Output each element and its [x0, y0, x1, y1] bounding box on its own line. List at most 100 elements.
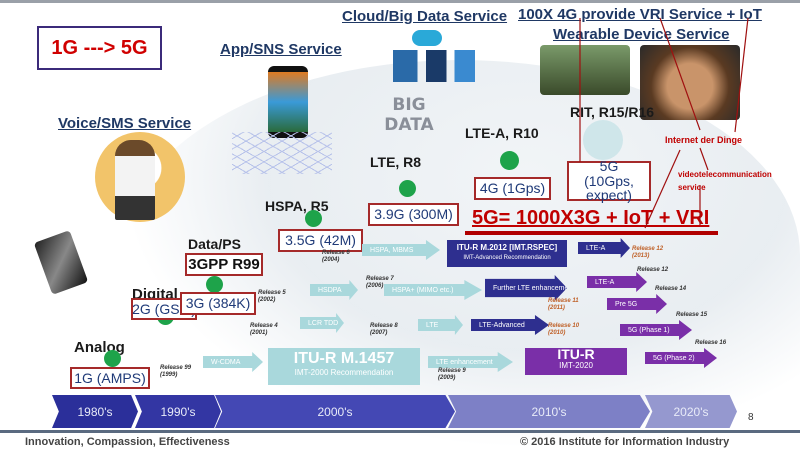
release-label: Release 7(2006): [366, 276, 394, 290]
top-rule: [0, 0, 800, 3]
box-1g: 1G (AMPS): [70, 367, 150, 389]
release-name: Release 9: [438, 368, 466, 374]
milestone-dot-3g: [206, 276, 223, 293]
itu-m2012-box: ITU-R M.2012 [IMT.RSPEC] IMT-Advanced Re…: [447, 240, 567, 267]
release-label: Release 11(2011): [548, 298, 579, 312]
technology-arrow: HSPA, MBMS: [362, 240, 440, 260]
box-3g: 3G (384K): [180, 292, 256, 315]
technology-arrow: HSDPA: [310, 280, 358, 300]
release-label: Release 6(2004): [322, 250, 350, 264]
iot-annotation: Internet der Dinge: [665, 135, 743, 145]
person-figure-icon: [115, 140, 155, 220]
release-year: (2001): [250, 330, 268, 337]
release-label: Release 8(2007): [370, 323, 398, 337]
milestone-dot-39g: [399, 180, 416, 197]
timeline-2020s: 2020's: [645, 395, 737, 428]
release-label: Release 16: [695, 340, 726, 347]
technology-arrow: HSPA+ (MIMO etc.): [384, 280, 482, 300]
technology-arrow: LTE-A: [578, 238, 630, 258]
release-year: (2011): [548, 305, 565, 312]
vri-service-label: 100X 4G provide VRI Service + IoT: [518, 6, 762, 23]
itu-m1457-title: ITU-R M.1457: [293, 350, 395, 367]
release-name: Release 99: [160, 365, 192, 371]
technology-arrow: Pre 5G: [607, 294, 667, 314]
itu-m1457-box: ITU-R M.1457 IMT-2000 Recommendation: [268, 348, 420, 385]
technology-arrow: Further LTE enhancements: [485, 275, 567, 301]
release-year: (2013): [632, 253, 650, 260]
social-network-image: [232, 132, 332, 174]
footer-rule: [0, 430, 800, 433]
technology-arrow: W-CDMA: [203, 352, 263, 372]
timeline-1990s: 1990's: [135, 395, 221, 428]
cloud-big-data-service-label: Cloud/Big Data Service: [342, 8, 508, 25]
itu-m1457-subtitle: IMT-2000 Recommendation: [294, 368, 394, 377]
release-name: Release 12: [632, 246, 664, 252]
release-name: Release 15: [676, 312, 708, 318]
box-3gpp-r99: 3GPP R99: [185, 253, 263, 276]
release-year: (2004): [322, 257, 340, 264]
release-year: (2006): [366, 283, 384, 290]
itu-imt2020-subtitle: IMT-2020: [559, 361, 593, 370]
technology-arrow: LTE: [418, 315, 463, 335]
release-name: Release 6: [322, 250, 350, 256]
wearable-photo-2: [640, 45, 740, 120]
release-label: Release 15: [676, 312, 707, 319]
5g-formula: 5G= 1000X3G + IoT + VRI: [472, 207, 710, 229]
box-4g: 4G (1Gps): [474, 177, 551, 200]
box-39g: 3.9G (300M): [368, 203, 459, 226]
big-data-logo: BIG DATA: [384, 95, 434, 135]
smartphone-image: [268, 66, 308, 138]
milestone-dot-4g: [500, 151, 519, 170]
release-name: Release 4: [250, 323, 278, 329]
release-label: Release 9(2009): [438, 368, 466, 382]
timeline-2010s: 2010's: [448, 395, 650, 428]
release-label: Release 14: [655, 286, 686, 293]
release-name: Release 11: [548, 298, 579, 304]
technology-arrow: LTE enhancement: [428, 352, 513, 372]
data-ps-label: Data/PS: [188, 236, 241, 252]
lte-label: LTE, R8: [370, 154, 422, 170]
video-annotation: videotelecommunication service: [678, 170, 772, 192]
milestone-dot-5g: [583, 120, 623, 160]
milestone-dot-35g: [305, 210, 322, 227]
release-name: Release 12: [637, 267, 669, 273]
release-year: (2009): [438, 375, 456, 382]
rit-label: RIT, R15/R16: [570, 104, 655, 120]
wearable-photo-1: [540, 45, 630, 95]
page-number: 8: [748, 412, 754, 423]
box-5g: 5G (10Gps, expect): [567, 159, 651, 203]
footer-slogan: Innovation, Compassion, Effectiveness: [25, 436, 230, 448]
box-35g: 3.5G (42M): [278, 229, 363, 252]
cloud-icon: [412, 30, 442, 46]
release-year: (2010): [548, 330, 566, 337]
technology-arrow: LCR TDD: [300, 313, 344, 333]
release-name: Release 16: [695, 340, 727, 346]
technology-arrow: 5G (Phase 1): [620, 320, 692, 340]
footer-copyright: © 2016 Institute for Information Industr…: [520, 436, 730, 448]
release-label: Release 12(2013): [632, 246, 663, 260]
release-name: Release 14: [655, 286, 687, 292]
technology-arrow: LTE-Advanced: [471, 315, 549, 335]
voice-sms-service-label: Voice/SMS Service: [58, 115, 192, 132]
itu-m2012-subtitle: IMT-Advanced Recommendation: [463, 255, 551, 261]
release-year: (2002): [258, 297, 276, 304]
release-label: Release 5(2002): [258, 290, 286, 304]
timeline-2000s: 2000's: [215, 395, 455, 428]
timeline-1980s: 1980's: [52, 395, 138, 428]
itu-m2012-title: ITU-R M.2012 [IMT.RSPEC]: [456, 243, 558, 252]
itu-imt2020-box: ITU-R IMT-2020: [525, 346, 627, 375]
app-sns-service-label: App/SNS Service: [220, 41, 342, 58]
wearable-service-label: Wearable Device Service: [553, 26, 730, 43]
lte-a-label: LTE-A, R10: [465, 125, 539, 141]
release-label: Release 10(2010): [548, 323, 579, 337]
release-name: Release 10: [548, 323, 580, 329]
release-name: Release 7: [366, 276, 394, 282]
itu-imt2020-title: ITU-R: [557, 346, 595, 362]
release-name: Release 8: [370, 323, 398, 329]
milestone-dot-1g: [104, 350, 121, 367]
release-name: Release 5: [258, 290, 286, 296]
formula-underline-bar: [465, 231, 718, 235]
release-label: Release 99(1999): [160, 365, 191, 379]
technology-arrow: LTE-A: [587, 272, 647, 292]
